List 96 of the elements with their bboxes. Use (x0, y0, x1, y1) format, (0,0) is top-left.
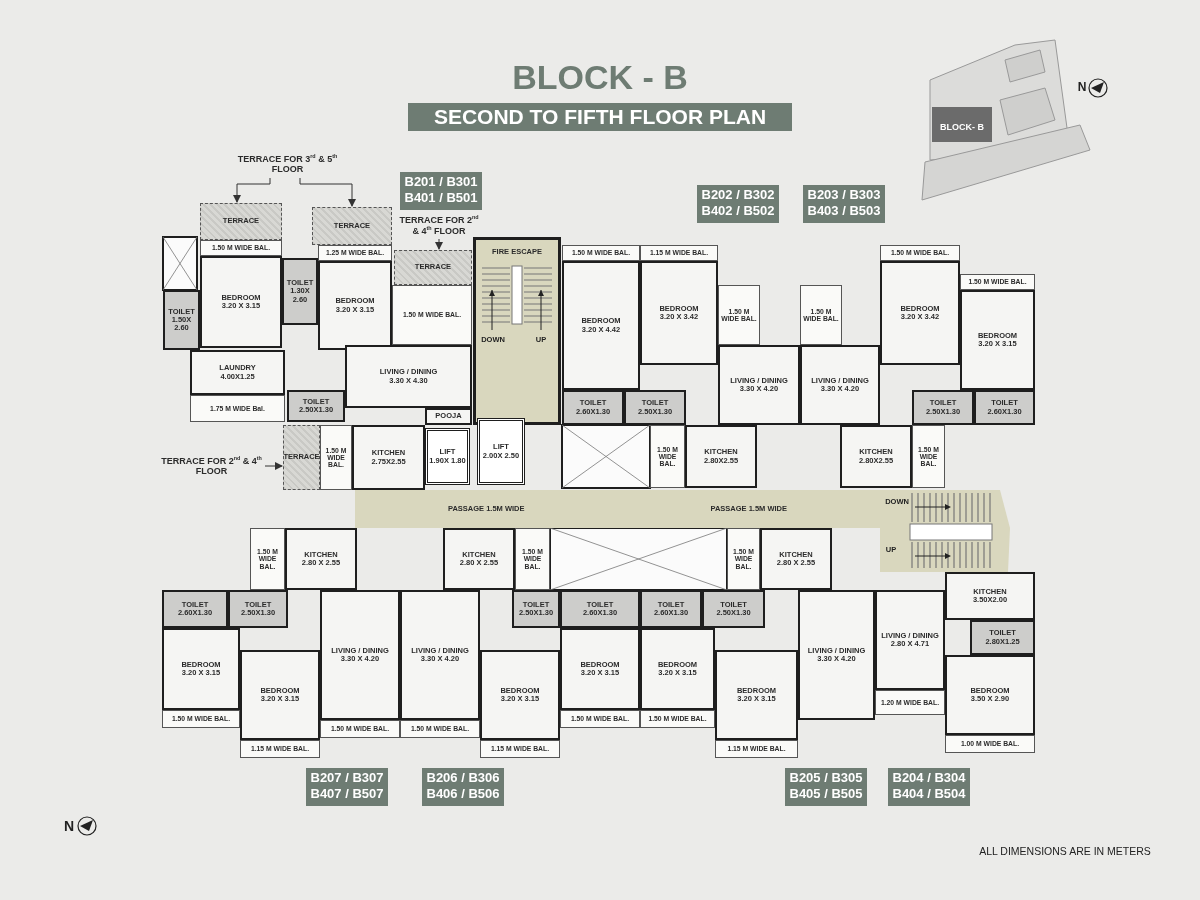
balcony-area (800, 285, 842, 345)
room-area (425, 408, 472, 425)
terrace-area (312, 207, 392, 245)
subtitle-banner: SECOND TO FIFTH FLOOR PLAN (408, 103, 792, 131)
room-area (800, 345, 880, 425)
balcony-area (515, 528, 550, 590)
room-area (443, 528, 515, 590)
balcony-area (880, 245, 960, 261)
passage-area (355, 490, 880, 528)
balcony-area (718, 285, 760, 345)
balcony-area (162, 710, 240, 728)
lift-shaft (425, 428, 470, 485)
leader-arrow (299, 177, 356, 207)
unit-number-tag: B206 / B306 B406 / B506 (422, 768, 504, 806)
toilet-area (562, 390, 624, 425)
callout-text: TERRACE FOR 2$^{nd}$ & 4$^{th}$ FLOOR (398, 213, 480, 239)
room-area (960, 290, 1035, 390)
balcony-area (318, 245, 392, 261)
room-area (352, 425, 425, 490)
room-area (945, 655, 1035, 735)
room-area (318, 261, 392, 350)
balcony-area (715, 740, 798, 758)
balcony-area (875, 690, 945, 715)
balcony-area (727, 528, 760, 590)
unit-number-tag: B201 / B301 B401 / B501 (400, 172, 482, 210)
balcony-area (480, 740, 560, 758)
room-area (718, 345, 800, 425)
room-area (190, 350, 285, 395)
toilet-area (912, 390, 974, 425)
balcony-area (400, 720, 480, 738)
terrace-area (283, 425, 320, 490)
lift-shaft (477, 418, 525, 485)
room-area (760, 528, 832, 590)
terrace-area (394, 250, 472, 285)
balcony-area (240, 740, 320, 758)
unit-number-tag: B202 / B302 B402 / B502 (697, 185, 779, 223)
room-area (345, 345, 472, 408)
room-area (875, 590, 945, 690)
balcony-area (650, 425, 685, 488)
balcony-area (200, 240, 282, 256)
plan-title: BLOCK - B (511, 60, 689, 94)
room-area (945, 572, 1035, 620)
balcony-area (560, 710, 640, 728)
toilet-area (624, 390, 686, 425)
room-area (640, 628, 715, 710)
balcony-area (912, 425, 945, 488)
toilet-area (228, 590, 288, 628)
terrace-area (200, 203, 282, 240)
balcony-area (320, 425, 352, 490)
room-area (320, 590, 400, 720)
balcony-area (945, 735, 1035, 753)
unit-number-tag: B203 / B303 B403 / B503 (803, 185, 885, 223)
toilet-area (287, 390, 345, 422)
room-area (840, 425, 912, 488)
toilet-area (702, 590, 765, 628)
toilet-area (282, 258, 318, 325)
toilet-area (560, 590, 640, 628)
toilet-area (163, 290, 200, 350)
balcony-area (562, 245, 640, 261)
room-area (400, 590, 480, 720)
callout-text: TERRACE FOR 2$^{nd}$ & 4$^{th}$ FLOOR (158, 452, 265, 480)
block-label: BLOCK- B (939, 121, 985, 134)
toilet-area (640, 590, 702, 628)
toilet-area (162, 590, 228, 628)
room-area (715, 650, 798, 740)
room-area (685, 425, 757, 488)
room-area (285, 528, 357, 590)
room-area (200, 256, 282, 348)
balcony-area (640, 710, 715, 728)
leader-arrow (435, 238, 443, 250)
unit-number-tag: B204 / B304 B404 / B504 (888, 768, 970, 806)
room-area (162, 628, 240, 710)
room-area (640, 261, 718, 365)
balcony-area (320, 720, 400, 738)
balcony-area (392, 285, 472, 345)
unit-number-tag: B207 / B307 B407 / B507 (306, 768, 388, 806)
balcony-area (640, 245, 718, 261)
room-area (240, 650, 320, 740)
room-area (798, 590, 875, 720)
north-label: N (1076, 80, 1088, 94)
unit-number-tag: B205 / B305 B405 / B505 (785, 768, 867, 806)
toilet-area (974, 390, 1035, 425)
toilet-area (512, 590, 560, 628)
north-label: N (62, 818, 76, 834)
room-area (562, 261, 640, 390)
leader-arrow (264, 462, 283, 470)
room-area (880, 261, 960, 365)
leader-arrow (233, 177, 271, 203)
balcony-area (190, 395, 285, 422)
room-area (560, 628, 640, 710)
balcony-area (960, 274, 1035, 290)
room-area (480, 650, 560, 740)
note-text: ALL DIMENSIONS ARE IN METERS (978, 845, 1152, 859)
callout-text: TERRACE FOR 3$^{rd}$ & 5$^{th}$ FLOOR (235, 150, 340, 178)
toilet-area (970, 620, 1035, 655)
balcony-area (250, 528, 285, 590)
